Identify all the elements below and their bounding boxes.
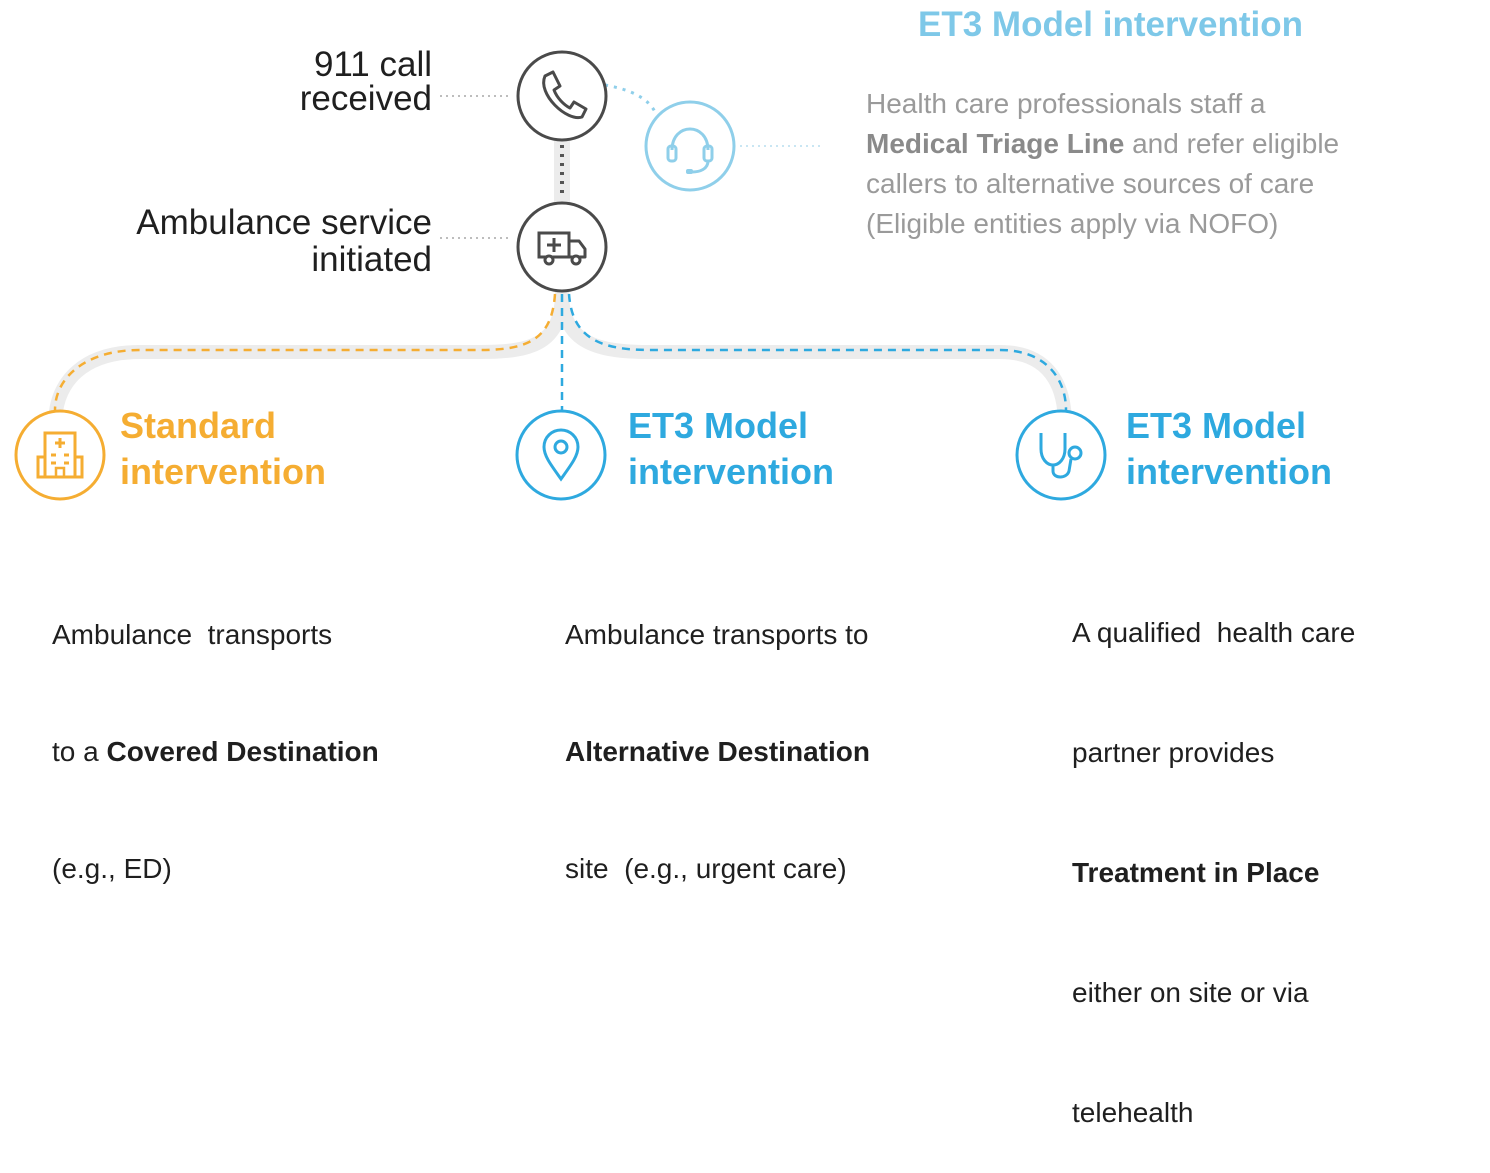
step-911-line1: 911 call — [313, 45, 432, 84]
treatment-desc-line4: either on site or via — [1072, 977, 1309, 1008]
standard-desc-line1: Ambulance transports — [52, 619, 333, 650]
alternative-desc-line2-bold: Alternative Destination — [565, 736, 870, 767]
standard-desc-line2-pre: to a — [52, 736, 107, 767]
stethoscope-circle — [1015, 409, 1107, 501]
option-standard-title-line1: Standard — [120, 405, 277, 446]
headset-circle — [644, 100, 736, 192]
triage-title: ET3 Model intervention — [918, 5, 1304, 44]
triage-line2-bold: Medical Triage Line — [866, 128, 1125, 159]
option-alternative-description: Ambulance transports to Alternative Dest… — [565, 537, 870, 927]
orange-branch — [53, 293, 557, 411]
alternative-desc-line3: site (e.g., urgent care) — [565, 853, 847, 884]
hospital-icon — [36, 431, 84, 479]
step-label-911: 911 call received — [210, 45, 432, 118]
blue-branch-right — [567, 293, 1068, 411]
triage-line3: callers to alternative sources of care — [866, 168, 1315, 199]
option-treatment-title-line1: ET3 Model — [1126, 405, 1307, 446]
triage-line1: Health care professionals staff a — [866, 88, 1266, 119]
treatment-desc-line2: partner provides — [1072, 737, 1275, 768]
standard-desc-line3: (e.g., ED) — [52, 853, 172, 884]
triage-line2: Medical Triage Line and refer eligible — [866, 124, 1339, 164]
track-branches — [48, 285, 1072, 432]
option-alternative-title-line1: ET3 Model — [628, 405, 809, 446]
alternative-desc-line2: Alternative Destination — [565, 732, 870, 771]
alternative-desc-line1: Ambulance transports to — [565, 619, 869, 650]
phone-headset-connector — [604, 83, 657, 113]
step-ambulance-line1: Ambulance service — [136, 203, 432, 242]
step-ambulance-line2: initiated — [311, 240, 432, 279]
ambulance-icon — [537, 231, 587, 266]
phone-circle — [516, 50, 608, 142]
step-label-ambulance: Ambulance service initiated — [40, 204, 432, 278]
pin-circle — [515, 409, 607, 501]
option-standard-title-line2: intervention — [120, 451, 327, 492]
option-standard-description: Ambulance transports to a Covered Destin… — [52, 537, 379, 927]
step-911-line2: received — [299, 79, 432, 118]
treatment-desc-line5: telehealth — [1072, 1097, 1194, 1128]
headset-icon — [666, 127, 714, 174]
flow-diagram — [14, 50, 1107, 501]
standard-desc-line2: to a Covered Destination — [52, 732, 379, 771]
hospital-circle — [14, 409, 106, 501]
triage-description: Health care professionals staff a Medica… — [866, 84, 1339, 244]
stethoscope-icon — [1039, 433, 1083, 479]
option-treatment-title-line2: intervention — [1126, 451, 1333, 492]
treatment-desc-line1: A qualified health care — [1072, 617, 1356, 648]
option-treatment-title: ET3 Model intervention — [1126, 403, 1332, 495]
treatment-desc-line3: Treatment in Place — [1072, 853, 1355, 893]
option-standard-title: Standard intervention — [120, 403, 326, 495]
option-alternative-title: ET3 Model intervention — [628, 403, 834, 495]
standard-desc-line2-bold: Covered Destination — [106, 736, 379, 767]
treatment-desc-line3-bold: Treatment in Place — [1072, 857, 1320, 888]
location-pin-icon — [542, 428, 580, 482]
triage-line2-rest: and refer eligible — [1124, 128, 1340, 159]
ambulance-circle — [516, 201, 608, 293]
option-alternative-title-line2: intervention — [628, 451, 835, 492]
triage-line4: (Eligible entities apply via NOFO) — [866, 208, 1279, 239]
phone-icon — [542, 70, 588, 119]
option-treatment-description: A qualified health care partner provides… — [1072, 533, 1355, 1173]
